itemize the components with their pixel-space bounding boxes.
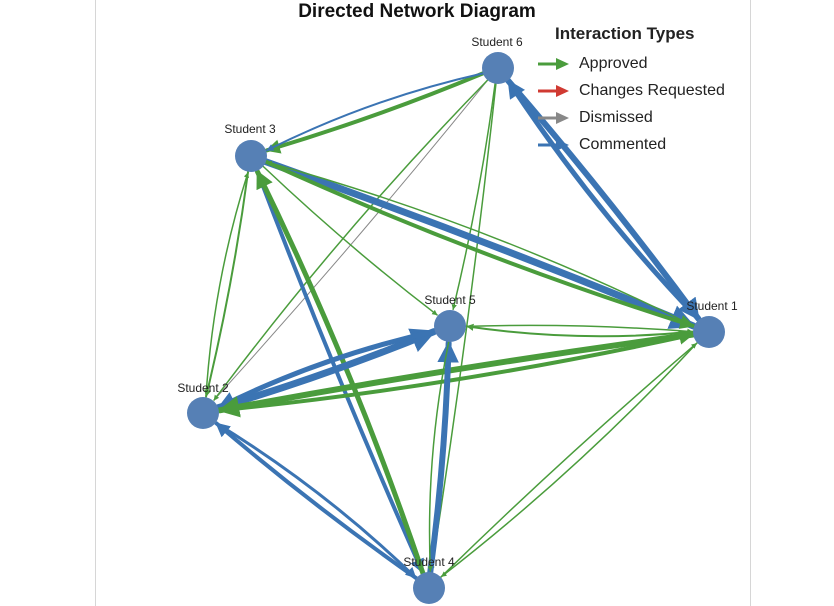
node-s2[interactable] bbox=[187, 397, 219, 429]
node-label-s6: Student 6 bbox=[471, 35, 523, 49]
node-label-s3: Student 3 bbox=[224, 122, 276, 136]
edge-s4-to-s5 bbox=[427, 339, 459, 576]
legend-label: Commented bbox=[579, 135, 667, 153]
edge-s3-to-s5 bbox=[262, 165, 438, 316]
edge-s5-to-s1 bbox=[465, 324, 693, 334]
legend: Interaction Types Approved Changes Reque… bbox=[536, 24, 725, 158]
edge-s1-to-s5 bbox=[465, 323, 695, 338]
nodes-layer: Student 1 Student 2 Student 3 Student 4 Stud… bbox=[177, 35, 738, 604]
node-s4[interactable] bbox=[413, 572, 445, 604]
edge-s3-to-s1 bbox=[262, 158, 697, 330]
node-s6[interactable] bbox=[482, 52, 514, 84]
edge-s2-to-s4 bbox=[214, 421, 418, 580]
node-s3[interactable] bbox=[235, 140, 267, 172]
node-label-s4: Student 4 bbox=[403, 555, 455, 569]
edge-s3-to-s4 bbox=[255, 168, 425, 575]
edge-s6-to-s2 bbox=[213, 79, 489, 401]
legend-arrowhead bbox=[556, 57, 569, 70]
arrow-icon bbox=[538, 111, 569, 124]
diagram-title: Directed Network Diagram bbox=[298, 1, 536, 22]
edge-s1-to-s3 bbox=[266, 160, 695, 328]
edge-s6-to-s1 bbox=[504, 77, 702, 322]
edge-s6-to-s2 bbox=[213, 79, 489, 401]
legend-label: Approved bbox=[579, 54, 648, 72]
edge-s1-to-s2 bbox=[216, 331, 697, 418]
edge-s2-to-s5 bbox=[214, 328, 438, 412]
node-label-s2: Student 2 bbox=[177, 381, 229, 395]
node-s1[interactable] bbox=[693, 316, 725, 348]
legend-title: Interaction Types bbox=[555, 24, 695, 43]
legend-item-commented: Commented bbox=[536, 131, 725, 158]
arrow-icon bbox=[538, 138, 569, 151]
edge-s5-to-s2 bbox=[216, 328, 438, 410]
plot-frame bbox=[95, 0, 751, 606]
edge-s4-to-s2 bbox=[214, 421, 419, 581]
node-label-s5: Student 5 bbox=[424, 293, 476, 307]
legend-arrowhead bbox=[556, 84, 569, 97]
edge-s2-to-s1 bbox=[216, 330, 695, 413]
legend-item-approved: Approved bbox=[536, 50, 725, 77]
legend-item-changes-requested: Changes Requested bbox=[536, 77, 725, 104]
edge-s3-to-s2 bbox=[204, 170, 250, 398]
edge-s3-to-s1 bbox=[263, 159, 696, 329]
edge-s4-to-s1 bbox=[440, 342, 698, 578]
edge-s6-to-s3 bbox=[265, 71, 485, 154]
edge-s5-to-s4 bbox=[427, 341, 450, 572]
node-label-s1: Student 1 bbox=[686, 299, 738, 313]
edge-s4-to-s3 bbox=[254, 169, 426, 576]
node-s5[interactable] bbox=[434, 310, 466, 342]
edge-s6-to-s3 bbox=[266, 72, 484, 152]
edge-s6-to-s5 bbox=[451, 82, 496, 311]
arrow-icon bbox=[538, 84, 569, 97]
legend-arrowhead bbox=[556, 111, 569, 124]
legend-label: Dismissed bbox=[579, 108, 653, 126]
legend-item-dismissed: Dismissed bbox=[536, 104, 725, 131]
arrow-icon bbox=[538, 57, 569, 70]
edge-s1-to-s6 bbox=[506, 78, 702, 323]
edge-s2-to-s3 bbox=[205, 171, 249, 399]
legend-arrowhead bbox=[556, 138, 569, 151]
edges-layer bbox=[204, 71, 702, 581]
legend-label: Changes Requested bbox=[579, 81, 725, 99]
edge-s1-to-s4 bbox=[440, 342, 698, 578]
